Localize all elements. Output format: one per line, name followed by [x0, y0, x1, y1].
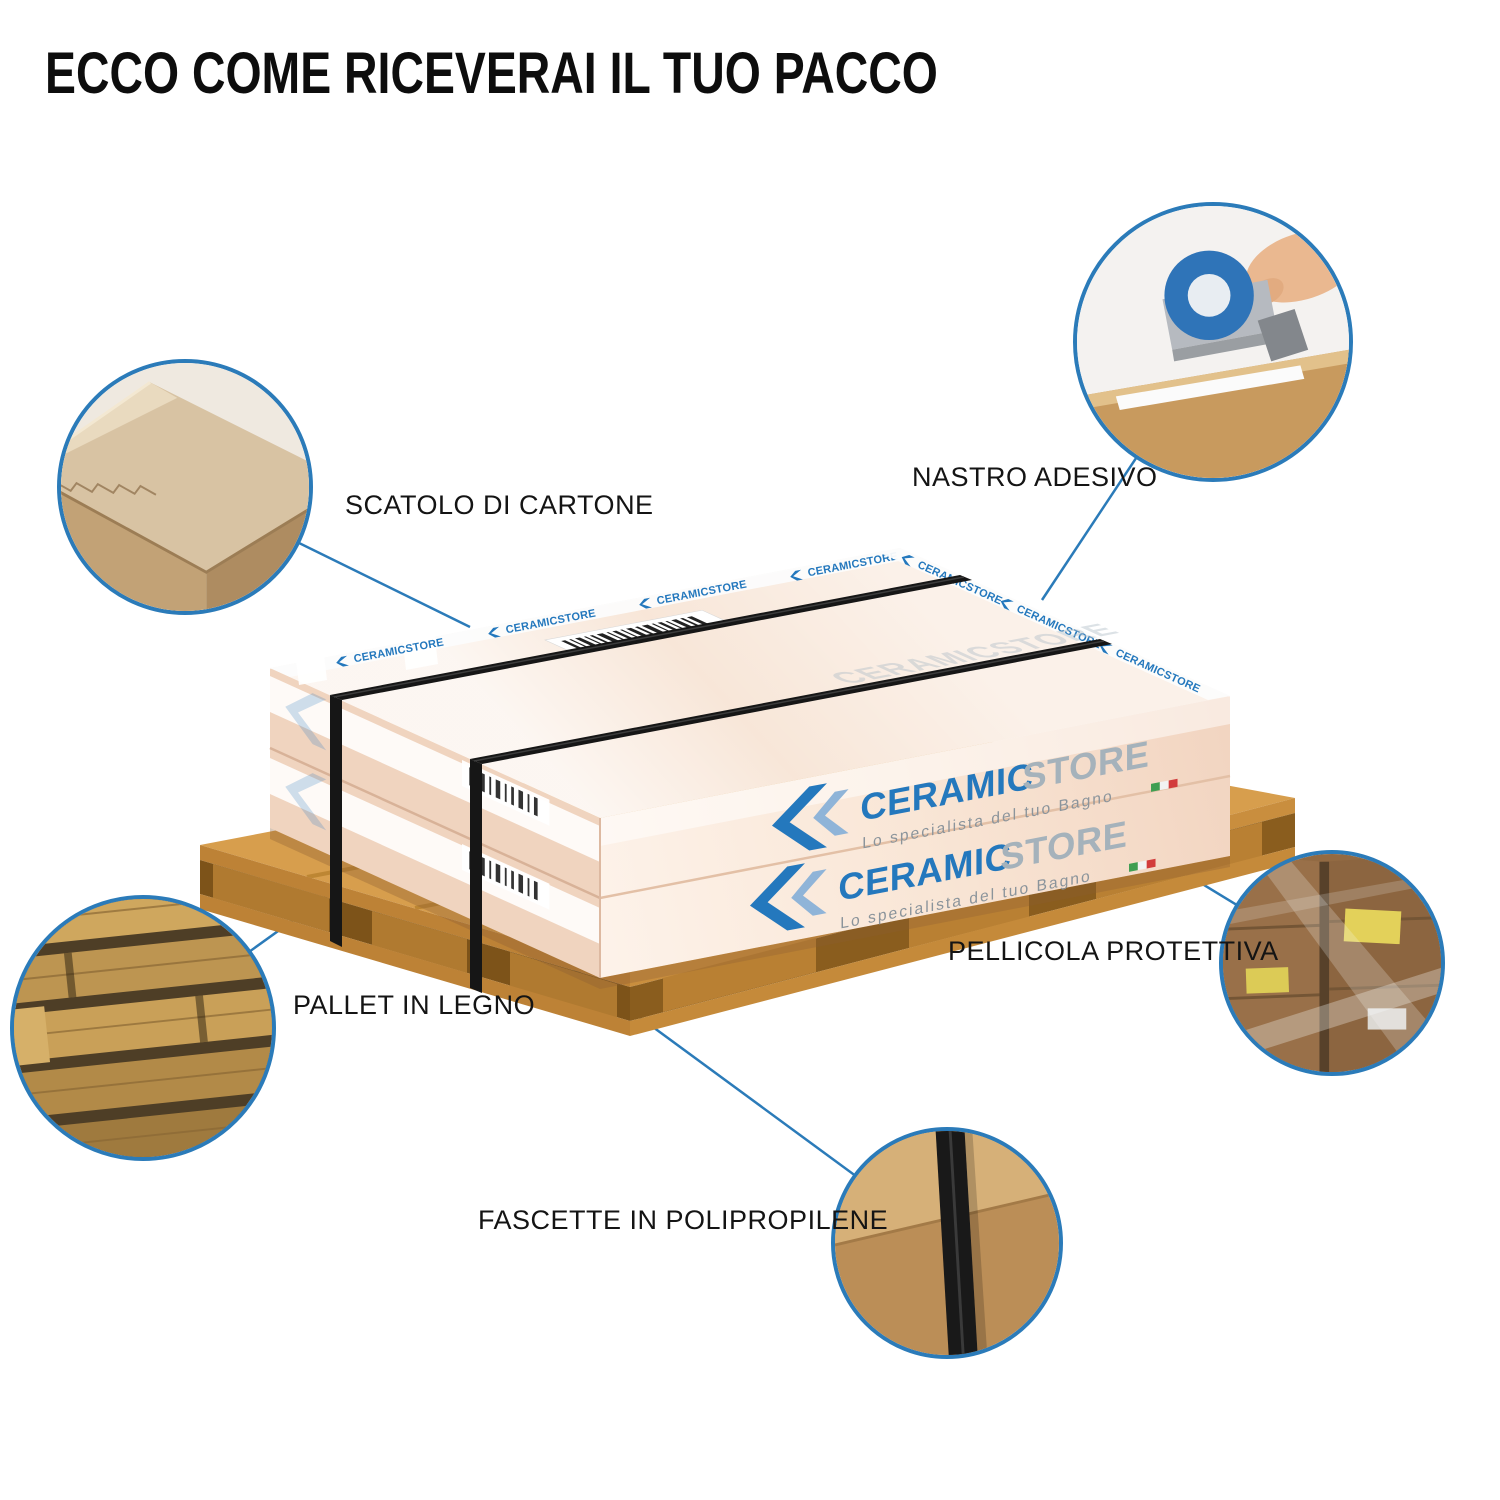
callout-circle-pellicola — [1219, 850, 1445, 1076]
callout-circle-pallet — [10, 895, 276, 1161]
callout-circle-scatolo — [57, 359, 313, 615]
callout-circle-nastro — [1073, 202, 1353, 482]
brand-chevron-icon — [771, 783, 849, 851]
pallet-blocks-left — [213, 864, 617, 1018]
box-seam-right — [599, 774, 1231, 900]
wooden-pallet-photo — [14, 899, 272, 1157]
tape-tab — [295, 647, 327, 685]
callout-circle-fascette — [831, 1127, 1063, 1359]
italy-flag-icon — [1129, 858, 1156, 872]
callout-label-fascette: FASCETTE IN POLIPROPILENE — [478, 1205, 889, 1235]
brand-chevron-icon — [749, 863, 827, 931]
box-stack-graphic: CERAMICSTORE CERAMICSTORE CERAMICSTORE C… — [269, 546, 1231, 993]
callout-label-scatolo: SCATOLO DI CARTONE — [345, 490, 654, 520]
wrap-band-left-lower — [270, 758, 600, 944]
ghost-chevron-icon — [285, 773, 327, 831]
strapping-bands — [330, 575, 1112, 993]
callout-label-pallet: PALLET IN LEGNO — [293, 990, 536, 1020]
strap-closeup-photo — [835, 1131, 1059, 1355]
shrink-wrap-photo — [1223, 854, 1441, 1072]
italy-flag-icon — [1151, 778, 1178, 792]
callout-label-nastro: NASTRO ADESIVO — [912, 462, 1158, 492]
barcode-label — [462, 844, 550, 910]
wrap-band-right — [600, 696, 1230, 846]
callout-label-pellicola: PELLICOLA PROTETTIVA — [948, 936, 1279, 966]
cardboard-box-photo — [61, 363, 309, 611]
strap-side-a — [330, 695, 342, 947]
pallet-bottom-board-left — [200, 894, 630, 1036]
pallet-deck-edge-left — [200, 845, 630, 987]
tape-dispenser-photo — [1077, 206, 1349, 478]
box-seam-left — [269, 746, 601, 900]
shipping-label — [544, 609, 735, 655]
pallet-bottom-board-right — [630, 847, 1295, 1036]
wrap-band-left-upper — [270, 676, 600, 862]
strap-side-b — [470, 759, 482, 993]
ghost-chevron-icon — [285, 693, 327, 751]
tape-tab — [402, 630, 438, 670]
page-title: ECCO COME RICEVERAI IL TUO PACCO — [45, 41, 938, 106]
